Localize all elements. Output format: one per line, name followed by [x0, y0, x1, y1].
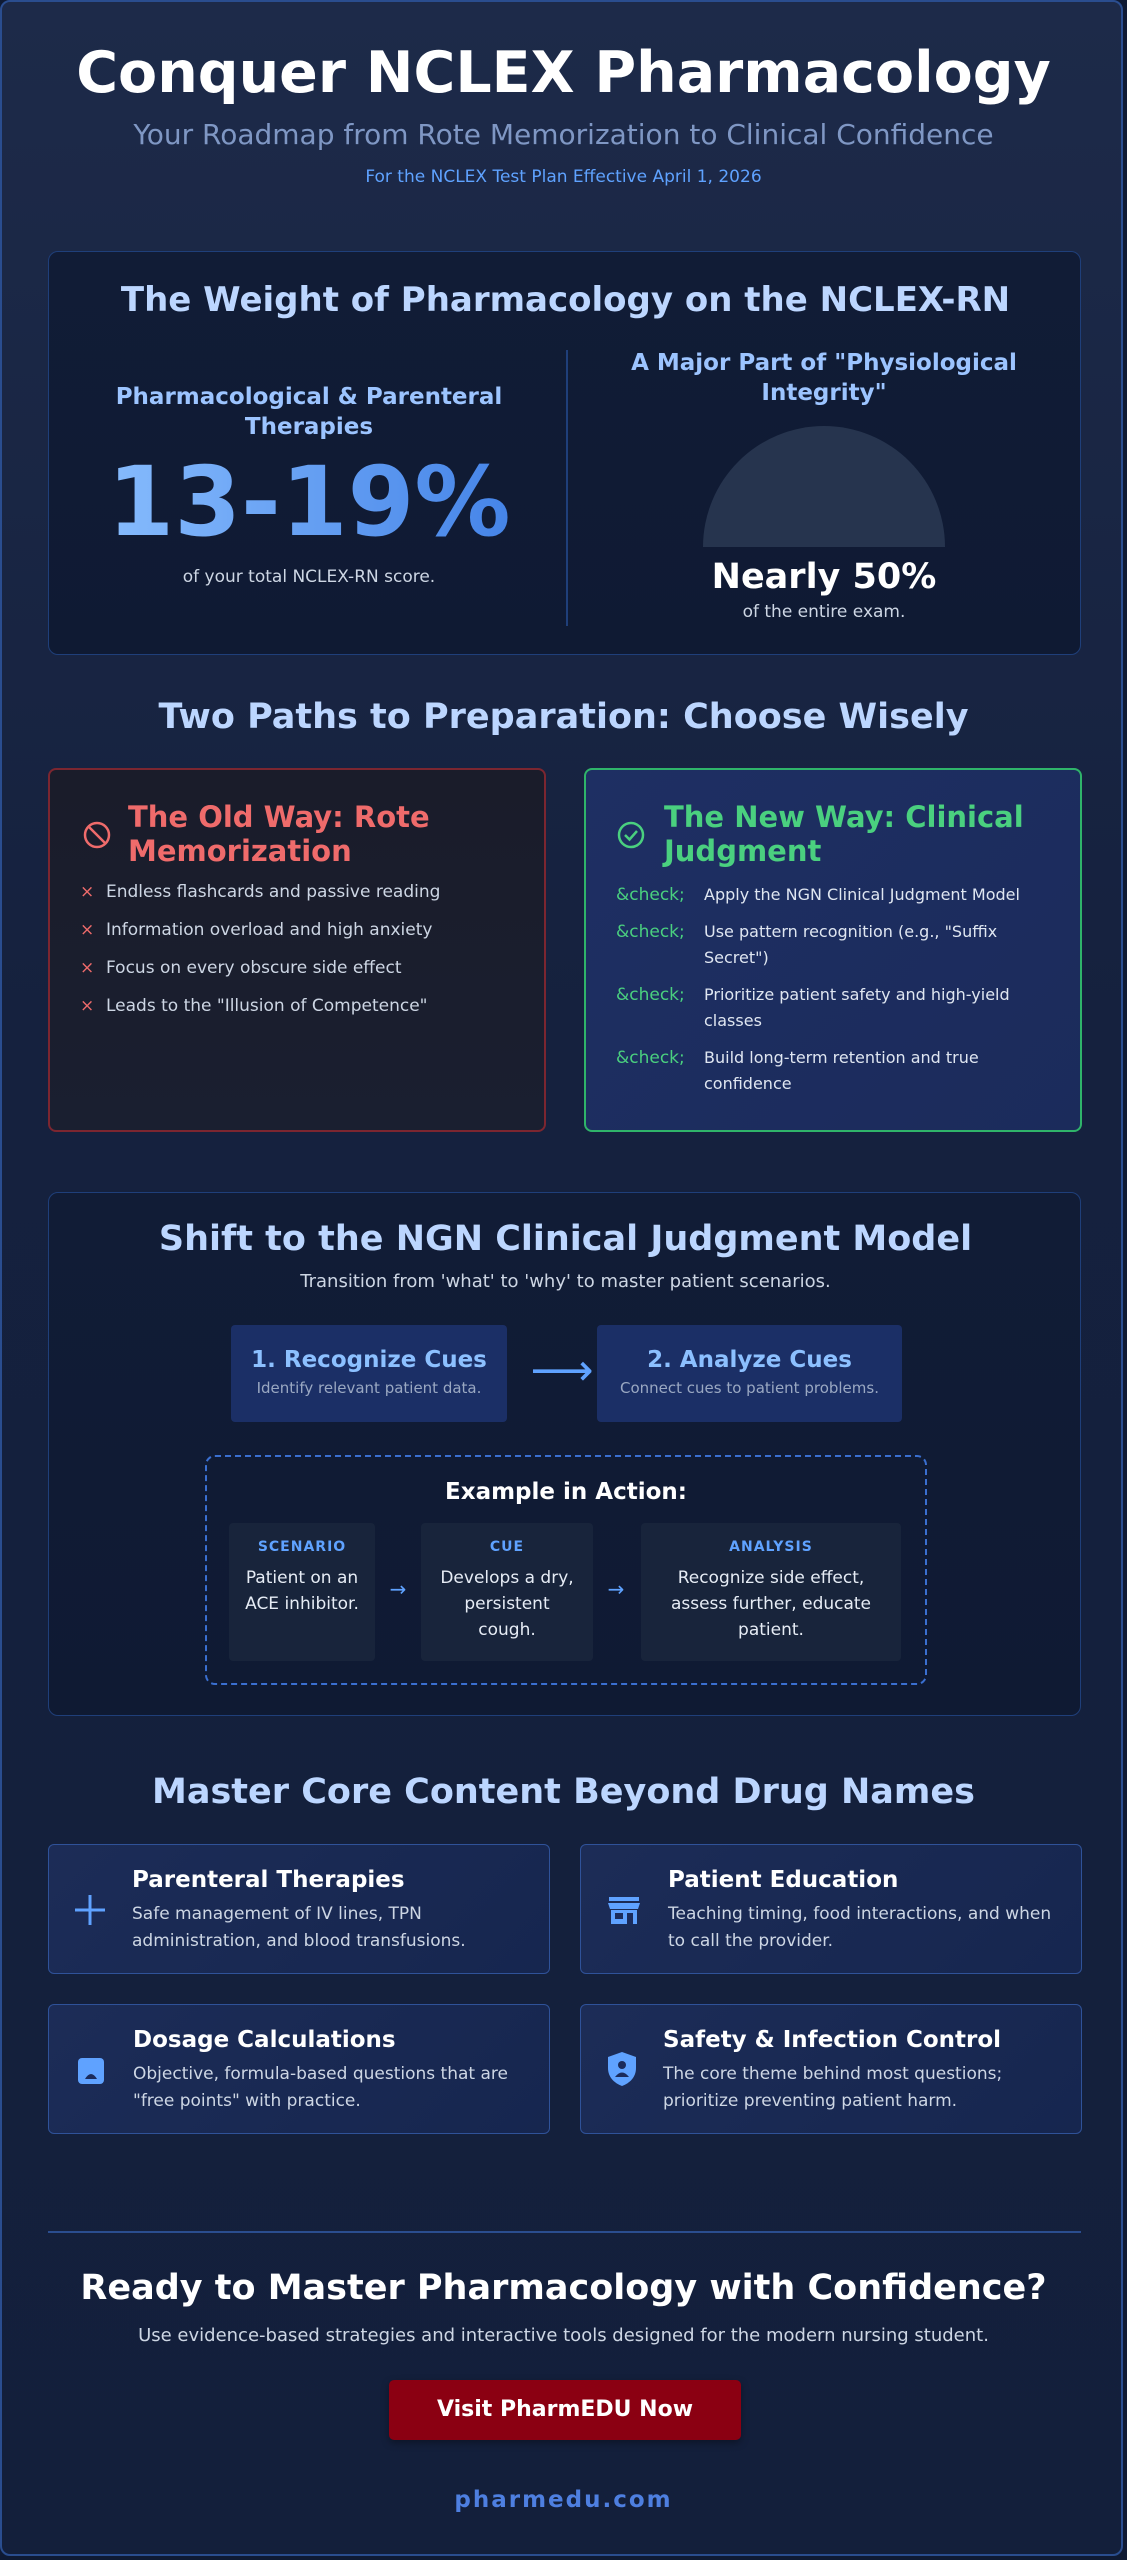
page-title: Conquer NCLEX Pharmacology [76, 40, 1051, 106]
list-item: × Focus on every obscure side effect [80, 958, 520, 996]
percent-stat: 13-19% [69, 447, 549, 557]
example-cue: CUE Develops a dry, persistent cough. [421, 1523, 593, 1661]
shield-icon [608, 2052, 636, 2086]
gauge-caption: of the entire exam. [742, 602, 906, 622]
x-icon: × [80, 882, 95, 902]
section-divider [48, 2231, 1081, 2233]
new-way-title: The New Way: Clinical Judgment [664, 800, 1024, 868]
x-icon: × [80, 996, 95, 1016]
core-card-education: Patient Education Teaching timing, food … [580, 1844, 1082, 1974]
weight-panel: The Weight of Pharmacology on the NCLEX-… [48, 251, 1081, 655]
example-box: Example in Action: SCENARIO Patient on a… [205, 1455, 927, 1685]
prohibited-icon [83, 821, 111, 849]
calculator-icon [78, 2058, 104, 2084]
percent-caption: of your total NCLEX-RN score. [182, 567, 436, 587]
example-analysis: ANALYSIS Recognize side effect, assess f… [641, 1523, 901, 1661]
old-way-list: × Endless flashcards and passive reading… [80, 882, 520, 1034]
list-item: &check; Use pattern recognition (e.g., "… [616, 919, 1066, 971]
core-card-dosage: Dosage Calculations Objective, formula-b… [48, 2004, 550, 2134]
weight-title: The Weight of Pharmacology on the NCLEX-… [120, 280, 1011, 320]
check-icon: &check; [616, 985, 685, 1005]
ngn-model-panel: Shift to the NGN Clinical Judgment Model… [48, 1192, 1081, 1716]
check-icon: &check; [616, 885, 685, 905]
right-label: A Major Part of "Physiological Integrity… [631, 350, 1017, 406]
core-card-safety: Safety & Infection Control The core them… [580, 2004, 1082, 2134]
cta-title: Ready to Master Pharmacology with Confid… [80, 2268, 1047, 2308]
page-subtitle: Your Roadmap from Rote Memorization to C… [133, 118, 994, 151]
gauge-half-circle [703, 426, 945, 547]
check-icon: &check; [616, 1048, 685, 1068]
arrow-icon: → [389, 1577, 407, 1601]
divider [566, 350, 568, 626]
model-subtitle: Transition from 'what' to 'why' to maste… [300, 1271, 831, 1292]
example-title: Example in Action: [445, 1479, 687, 1505]
site-url-link[interactable]: pharmedu.com [454, 2487, 673, 2513]
old-way-title: The Old Way: Rote Memorization [128, 800, 430, 868]
step-recognize-cues: 1. Recognize Cues Identify relevant pati… [231, 1325, 507, 1422]
example-scenario: SCENARIO Patient on an ACE inhibitor. [229, 1523, 375, 1661]
list-item: &check; Prioritize patient safety and hi… [616, 982, 1066, 1034]
new-way-card: The New Way: Clinical Judgment &check; A… [584, 768, 1082, 1132]
arrow-icon: → [607, 1577, 625, 1601]
core-card-parenteral: Parenteral Therapies Safe management of … [48, 1844, 550, 1974]
left-label: Pharmacological & Parenteral Therapies [115, 384, 503, 440]
arrow-right-icon: ⟶ [530, 1345, 594, 1396]
check-icon: &check; [616, 922, 685, 942]
core-title: Master Core Content Beyond Drug Names [152, 1772, 975, 1812]
visit-pharmedu-button[interactable]: Visit PharmEDU Now [389, 2380, 741, 2440]
list-item: &check; Build long-term retention and tr… [616, 1045, 1066, 1097]
old-way-card: The Old Way: Rote Memorization × Endless… [48, 768, 546, 1132]
paths-title: Two Paths to Preparation: Choose Wisely [158, 697, 969, 737]
model-title: Shift to the NGN Clinical Judgment Model [158, 1219, 973, 1259]
list-item: × Endless flashcards and passive reading [80, 882, 520, 920]
step-analyze-cues: 2. Analyze Cues Connect cues to patient … [597, 1325, 902, 1422]
list-item: × Information overload and high anxiety [80, 920, 520, 958]
new-way-list: &check; Apply the NGN Clinical Judgment … [616, 882, 1066, 1097]
page-tagline: For the NCLEX Test Plan Effective April … [365, 167, 762, 187]
plus-icon [75, 1895, 105, 1925]
x-icon: × [80, 958, 95, 978]
x-icon: × [80, 920, 95, 940]
storefront-icon [608, 1897, 640, 1924]
check-circle-icon [617, 821, 645, 849]
cta-text: Use evidence-based strategies and intera… [138, 2325, 989, 2346]
list-item: × Leads to the "Illusion of Competence" [80, 996, 520, 1034]
gauge-value: Nearly 50% [711, 557, 937, 597]
list-item: &check; Apply the NGN Clinical Judgment … [616, 882, 1066, 908]
